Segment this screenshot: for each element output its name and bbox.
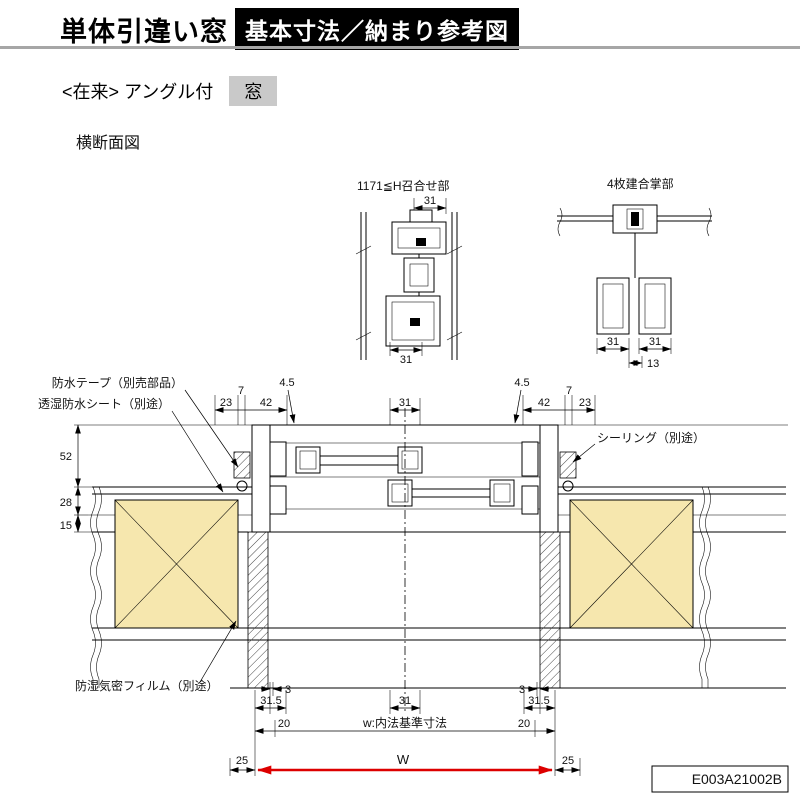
window-frame: [233, 408, 577, 712]
break-line-right-2: [705, 486, 711, 688]
dim-23-right: 23: [579, 397, 591, 409]
drawing-code: E003A21002B: [692, 771, 782, 787]
dim-20-left: 20: [278, 718, 290, 730]
dim-23-left: 23: [220, 397, 232, 409]
section-title: 横断面図: [76, 134, 140, 152]
title-main: 単体引違い窓: [60, 16, 228, 47]
page-title: 単体引違い窓 基本寸法／納まり参考図: [60, 8, 519, 50]
furring-strip-right: [539, 531, 561, 689]
detail-left-title: 1171≦H召合せ部: [357, 178, 450, 193]
dim-25-left: 25: [236, 755, 248, 767]
detail-right-title: 4枚建合掌部: [607, 176, 674, 191]
callout-waterproof-tape: 防水テープ（別売部品）: [52, 375, 183, 390]
subtitle: <在来> アングル付 窓: [62, 76, 278, 106]
screw-left: [236, 480, 248, 492]
break-line-left-2: [96, 486, 102, 688]
furring-strip-left: [247, 531, 269, 689]
wall-insulation-left: [114, 499, 239, 629]
dim-31-center-top: 31: [399, 397, 411, 409]
callout-moisture-film: 防湿気密フィルム（別途）: [75, 678, 219, 693]
dim-W-label: W: [397, 752, 410, 767]
dim-315-right: 31.5: [528, 695, 549, 707]
dim-42-right: 42: [538, 397, 550, 409]
break-line-right: [699, 486, 705, 688]
subtitle-text: <在来> アングル付: [62, 82, 214, 102]
detail-right-dim-left: 31: [607, 336, 619, 348]
dim-7-left: 7: [238, 385, 244, 397]
dim-w-inner-label: w:内法基準寸法: [362, 715, 447, 730]
callout-moisture-sheet: 透湿防水シート（別途）: [38, 396, 170, 411]
dim-315-left: 31.5: [260, 695, 281, 707]
dim-3-right: 3: [519, 684, 525, 696]
window-badge: 窓: [229, 76, 278, 106]
dim-45-left: 4.5: [279, 377, 294, 389]
drawing-code-box: E003A21002B: [651, 765, 789, 793]
dim-28: 28: [60, 497, 72, 509]
detail-left-dim-top: 31: [424, 195, 436, 207]
dim-31-center-bottom: 31: [399, 695, 411, 707]
dim-25-right: 25: [562, 755, 574, 767]
dim-3-left: 3: [285, 684, 291, 696]
sealing-block-right: [559, 451, 577, 479]
title-divider: [0, 46, 800, 49]
dim-15: 15: [60, 520, 72, 532]
screw-right: [562, 480, 574, 492]
break-line-left: [90, 486, 96, 688]
title-sub-black-box: 基本寸法／納まり参考図: [235, 8, 519, 50]
detail-four-panel: 4枚建合掌部 31 31 13: [557, 176, 712, 370]
detail-meeting-stile: 1171≦H召合せ部 31 31: [355, 178, 463, 366]
detail-right-dim-right: 31: [649, 336, 661, 348]
callouts: 防水テープ（別売部品） 透湿防水シート（別途） シーリング（別途） 防湿気密フィ…: [38, 375, 705, 693]
bottom-dimensions: 3 3 31.5 31 31.5 20 w:内法基準寸法 20 25 25: [229, 682, 581, 776]
dim-42-left: 42: [260, 397, 272, 409]
dim-52: 52: [60, 451, 72, 463]
dim-20-right: 20: [518, 718, 530, 730]
dim-7-right: 7: [566, 385, 572, 397]
detail-left-dim-bottom: 31: [400, 354, 412, 366]
main-cross-section: 23 7 42 31 42 7 23 4.5 4.5 52: [38, 375, 789, 793]
dim-45-right: 4.5: [514, 377, 529, 389]
left-dimensions: 52 28 15: [60, 424, 92, 533]
top-dimensions: 23 7 42 31 42 7 23 4.5 4.5: [214, 377, 596, 425]
wall-insulation-right: [569, 499, 694, 629]
callout-sealing: シーリング（別途）: [597, 430, 705, 445]
detail-right-dim-overlap: 13: [647, 358, 659, 370]
